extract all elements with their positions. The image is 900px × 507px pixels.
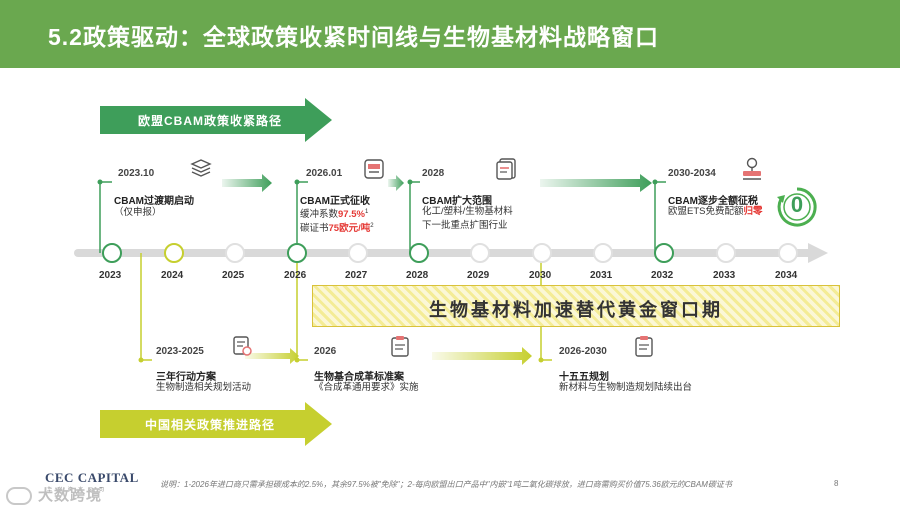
eu-policy-banner: 欧盟CBAM政策收紧路径	[100, 98, 332, 142]
eu-event-year: 2030-2034	[668, 168, 716, 179]
cn-event-text: 生物制造相关规划活动	[156, 382, 252, 393]
year-label-2026: 2026	[284, 270, 307, 281]
watermark-text: 大数跨境	[38, 487, 103, 504]
stamp-icon	[743, 157, 761, 180]
eu-event-title: CBAM过渡期启动	[114, 196, 194, 207]
company-logo: CEC CAPITAL	[45, 470, 139, 485]
zero-badge-text: 0	[790, 192, 804, 217]
cn-event-year: 2026-2030	[559, 346, 607, 357]
page-title: 5.2政策驱动：全球政策收紧时间线与生物基材料战略窗口	[48, 24, 659, 50]
year-label-2033: 2033	[713, 270, 736, 281]
eu-event-text: （仅申报）	[114, 207, 162, 218]
banner-arrow-shape	[100, 402, 332, 446]
year-label-2024: 2024	[161, 270, 184, 281]
cn-policy-banner: 中国相关政策推进路径	[100, 402, 332, 446]
cn-event-text: 《合成革通用要求》实施	[314, 382, 419, 393]
eu-event-line2-prefix: 碳证书	[300, 223, 329, 235]
eu-event-line1-prefix: 欧盟ETS免费配额	[668, 206, 744, 217]
scroll-icon	[233, 336, 252, 356]
page-number: 8	[834, 479, 839, 488]
printer-icon	[364, 159, 384, 179]
year-label-2031: 2031	[590, 270, 613, 281]
eu-event-line1: 缓冲系数97.5%1	[300, 205, 368, 222]
year-label-2025: 2025	[222, 270, 245, 281]
eu-event-line2: 碳证书75欧元/吨2	[300, 219, 374, 236]
eu-event-year: 2026.01	[306, 168, 343, 179]
eu-banner-label: 欧盟CBAM政策收紧路径	[138, 114, 282, 128]
eu-event-text: 下一批重点扩围行业	[422, 220, 508, 231]
eu-event-title: CBAM逐步全额征税	[668, 196, 758, 207]
year-label-2034: 2034	[775, 270, 798, 281]
eu-event-title: CBAM正式征收	[300, 196, 370, 207]
cn-event-year: 2023-2025	[156, 346, 204, 357]
footnote: 说明：1-2026年进口商只需承担碳成本的2.5%，其余97.5%被"免除"；2…	[160, 480, 732, 489]
eu-event-year: 2023.10	[118, 168, 155, 179]
golden-window-box: 生物基材料加速替代黄金窗口期	[312, 285, 840, 327]
watermark: 大数跨境	[6, 484, 102, 505]
carbon-certificate-price: 75欧元/吨	[328, 223, 371, 235]
eu-event-line1: 欧盟ETS免费配额归零	[668, 205, 763, 219]
clipboard-icon	[635, 336, 653, 357]
watermark-logo-icon	[6, 486, 32, 505]
year-label-2032: 2032	[651, 270, 674, 281]
year-label-2030: 2030	[529, 270, 552, 281]
footnote-ref: 2	[370, 223, 374, 229]
eu-event-line1-prefix: 缓冲系数	[300, 209, 339, 221]
company-logo-sub: 华 兴 资 本 公 司	[47, 487, 106, 493]
golden-window-label: 生物基材料加速替代黄金窗口期	[429, 300, 723, 320]
eu-event-text: 化工/塑料/生物基材料	[422, 206, 513, 217]
year-label-2027: 2027	[345, 270, 368, 281]
cn-event-title: 生物基合成革标准案	[314, 372, 404, 383]
cn-event-text: 新材料与生物制造规划陆续出台	[559, 382, 693, 393]
cn-event-year: 2026	[314, 346, 337, 357]
cn-event-title: 十五五规划	[559, 372, 609, 383]
year-label-2023: 2023	[99, 270, 122, 281]
cn-banner-label: 中国相关政策推进路径	[144, 418, 275, 432]
cn-event-title: 三年行动方案	[156, 372, 216, 383]
eu-event-title: CBAM扩大范围	[422, 196, 492, 207]
eu-event-year: 2028	[422, 168, 445, 179]
zero-recycle-icon	[777, 187, 817, 227]
year-label-2029: 2029	[467, 270, 490, 281]
free-allocation-zero: 归零	[743, 206, 763, 217]
document-icon	[496, 158, 516, 180]
banner-arrow-shape	[100, 98, 332, 142]
stack-icon	[190, 159, 212, 177]
clipboard-icon	[391, 336, 409, 357]
buffer-coefficient-value: 97.5%	[338, 209, 365, 221]
header-bar: 5.2政策驱动：全球政策收紧时间线与生物基材料战略窗口	[0, 0, 900, 68]
year-label-2028: 2028	[406, 270, 429, 281]
footnote-ref: 1	[364, 209, 369, 215]
